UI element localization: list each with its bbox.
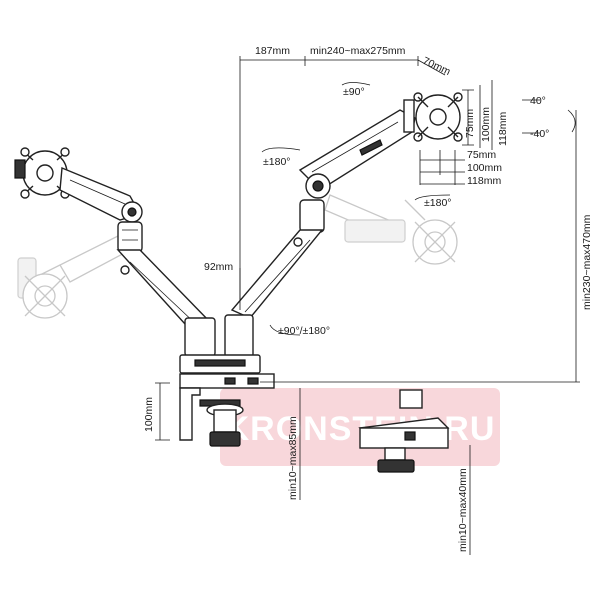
ghost-left-arm (17, 234, 131, 319)
grommet-mount (358, 389, 450, 473)
dim-vesa-75-v: 75mm (464, 109, 476, 138)
dim-vesa-100-v: 100mm (480, 107, 492, 142)
dim-pole-offset: 92mm (204, 261, 233, 273)
dimension-lines (155, 56, 580, 555)
dim-head-depth: 70mm (421, 55, 453, 78)
dim-swivel-arm: ±180° (263, 156, 290, 168)
dim-rotate-top: ±90° (343, 86, 365, 98)
dim-clamp-range: min10~max85mm (287, 416, 299, 500)
dim-clamp-height: 100mm (143, 397, 155, 432)
dim-vesa-118-v: 118mm (497, 112, 509, 146)
left-upper-arm (59, 166, 143, 253)
desk-clamp (179, 387, 244, 447)
dim-arm-length: min240~max275mm (310, 45, 406, 57)
dim-vesa-100-h: 100mm (467, 162, 502, 174)
dim-arm-offset: 187mm (255, 45, 290, 57)
ghost-right-head (324, 194, 458, 265)
left-lower-arm (116, 249, 212, 336)
dim-vesa-75-h: 75mm (467, 149, 496, 161)
dim-height-range: min230~max470mm (581, 214, 593, 310)
right-lower-arm (230, 199, 325, 319)
watermark: KRONSTEIN.RU (220, 388, 500, 466)
dim-base-rotation: ±90°/±180° (278, 325, 330, 337)
right-upper-arm (298, 109, 416, 199)
dim-swivel-head: ±180° (424, 197, 451, 209)
dim-tilt-down: -40° (530, 128, 549, 140)
right-vesa-plate (403, 92, 463, 142)
center-column (179, 314, 275, 389)
dim-grommet-range: min10~max40mm (457, 468, 469, 552)
dim-tilt-up: 40° (530, 95, 546, 107)
dim-vesa-118-h: 118mm (467, 175, 501, 187)
